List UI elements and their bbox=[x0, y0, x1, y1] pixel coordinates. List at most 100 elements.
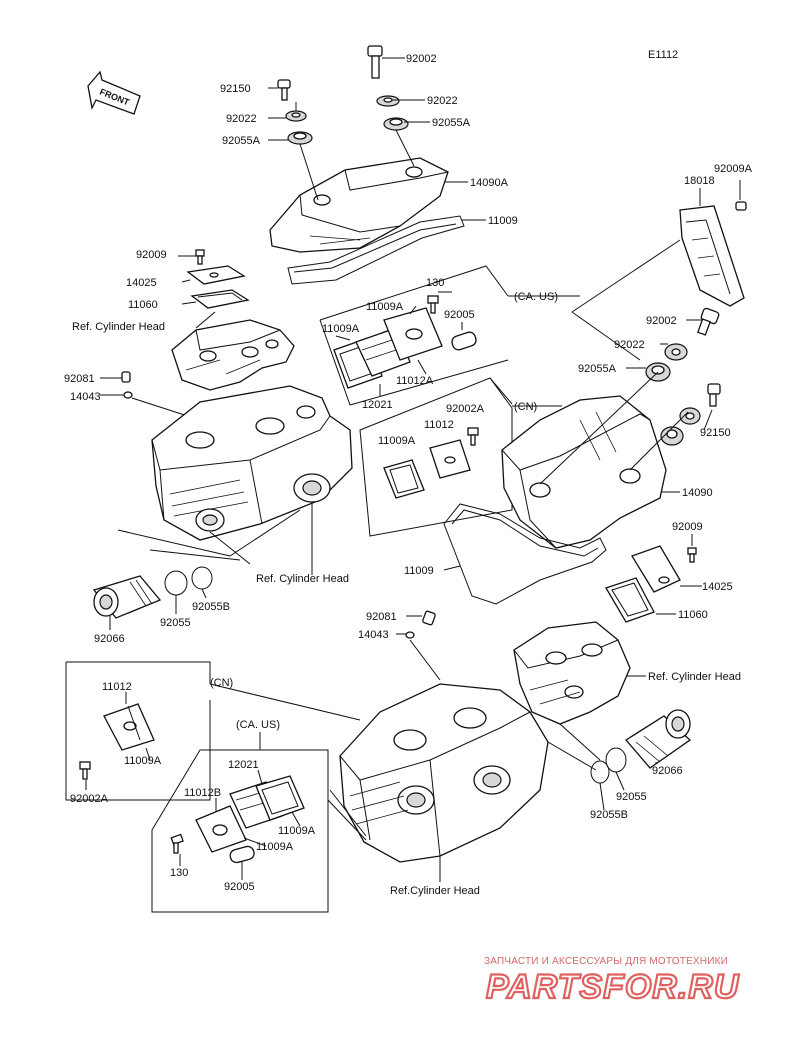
gasket-11060-right bbox=[605, 577, 655, 623]
label-11009A-cn-bottom: 11009A bbox=[124, 755, 162, 767]
reed-cover-11012B bbox=[195, 805, 247, 853]
label-14090A: 14090A bbox=[470, 177, 509, 189]
gasket-11009A-cn bbox=[383, 459, 425, 499]
cover-11012-cn-bottom bbox=[103, 703, 155, 751]
label-92002A-top: 92002A bbox=[446, 403, 485, 415]
label-92005-top: 92005 bbox=[444, 309, 475, 321]
bolt-92002-top bbox=[367, 45, 383, 79]
label-92081-mid: 92081 bbox=[366, 611, 397, 623]
bolt-92002A-cn bbox=[467, 427, 479, 446]
label-14090: 14090 bbox=[682, 487, 713, 499]
label-11060-right: 11060 bbox=[678, 609, 708, 621]
watermark-logo: PARTSFOR.RU bbox=[486, 968, 740, 1006]
oring-92055B-right bbox=[590, 760, 610, 784]
bolt-92150-right bbox=[707, 383, 721, 407]
valve-cover-14090A bbox=[269, 157, 449, 253]
bolt-92009-right bbox=[687, 547, 697, 563]
cover-18018 bbox=[679, 205, 745, 307]
label-11009A-1: 11009A bbox=[366, 301, 404, 313]
label-92022-top-right: 92022 bbox=[427, 95, 458, 107]
cover-11012-cn bbox=[429, 439, 471, 479]
label-92081-top: 92081 bbox=[64, 373, 95, 385]
label-92022-top-left: 92022 bbox=[226, 113, 257, 125]
label-92055-right: 92055 bbox=[616, 791, 647, 803]
bolt-92009-top bbox=[195, 249, 205, 265]
gasket-11060-top bbox=[190, 289, 250, 309]
label-130-top: 130 bbox=[426, 277, 444, 289]
label-92055A-top-right: 92055A bbox=[432, 117, 471, 129]
label-18018: 18018 bbox=[684, 175, 715, 187]
label-ref-cylinder-head-3: Ref. Cylinder Head bbox=[648, 671, 741, 683]
label-92055A-top-left: 92055A bbox=[222, 135, 261, 147]
label-130-bottom: 130 bbox=[170, 867, 188, 879]
label-92005-bottom: 92005 bbox=[224, 881, 255, 893]
label-cn-bottom: (CN) bbox=[210, 677, 233, 689]
washer-92150-right-b bbox=[660, 426, 684, 446]
cam-holder-top bbox=[171, 319, 295, 391]
oring-92055-left bbox=[164, 570, 188, 596]
gasket-11009-top bbox=[287, 215, 465, 285]
label-ca-us-bottom: (CA. US) bbox=[236, 719, 280, 731]
cam-holder-lower bbox=[513, 621, 631, 725]
cylinder-head-lower bbox=[339, 683, 549, 863]
cylinder-head-top bbox=[151, 385, 353, 541]
label-92055A-right: 92055A bbox=[578, 363, 617, 375]
oring-92055B-left bbox=[191, 566, 213, 590]
label-92002A-bottom: 92002A bbox=[70, 793, 109, 805]
label-92066-left: 92066 bbox=[94, 633, 125, 645]
group-ca-us-top bbox=[319, 265, 580, 406]
label-cn-top: (CN) bbox=[514, 401, 537, 413]
label-ref-cylinder-head-1: Ref. Cylinder Head bbox=[72, 321, 165, 333]
pin-92081-top bbox=[121, 371, 131, 383]
label-ref-cylinder-head-2: Ref. Cylinder Head bbox=[256, 573, 349, 585]
ring-14043-top bbox=[123, 391, 133, 399]
valve-cover-14090 bbox=[501, 395, 667, 549]
bolt-92150-top bbox=[277, 79, 291, 101]
label-11009A-2: 11009A bbox=[322, 323, 360, 335]
gasket-11009-mid bbox=[443, 503, 607, 605]
bolt-130-top bbox=[427, 295, 439, 314]
label-12021-bottom: 12021 bbox=[228, 759, 259, 771]
pin-92081-mid bbox=[422, 610, 436, 626]
label-11009-mid: 11009 bbox=[404, 565, 434, 577]
bolt-92002A-bottom bbox=[79, 761, 91, 780]
label-92055-left: 92055 bbox=[160, 617, 191, 629]
grommet-92055A-top-left bbox=[287, 131, 313, 145]
label-11009-top: 11009 bbox=[488, 215, 518, 227]
group-ca-us-bottom bbox=[151, 732, 367, 913]
label-14025-right: 14025 bbox=[702, 581, 733, 593]
label-92009-top: 92009 bbox=[136, 249, 167, 261]
label-92150-top: 92150 bbox=[220, 83, 251, 95]
washer-92022-right bbox=[664, 343, 688, 361]
label-92055B-right: 92055B bbox=[590, 809, 628, 821]
label-11060-top: 11060 bbox=[128, 299, 158, 311]
diagram-code: E1112 bbox=[648, 49, 678, 61]
bolt-92002-right bbox=[697, 307, 720, 336]
label-14043-top: 14043 bbox=[70, 391, 101, 403]
pipe-92066-left bbox=[92, 575, 162, 619]
label-11012-top: 11012 bbox=[424, 419, 454, 431]
label-11009A-b2: 11009A bbox=[256, 841, 294, 853]
label-11012B: 11012B bbox=[184, 787, 221, 799]
label-ca-us-top: (CA. US) bbox=[514, 291, 558, 303]
pipe-92005-top bbox=[451, 331, 477, 351]
label-11012-cn: 11012 bbox=[102, 681, 132, 693]
bolt-130-bottom bbox=[170, 833, 184, 854]
label-92055B-left: 92055B bbox=[192, 601, 230, 613]
reed-valve-11009A-bottom bbox=[255, 775, 305, 821]
label-ref-cylinder-head-4: Ref.Cylinder Head bbox=[390, 885, 480, 897]
pipe-92066-right bbox=[625, 709, 692, 769]
label-92002-right: 92002 bbox=[646, 315, 677, 327]
label-92009-right: 92009 bbox=[672, 521, 703, 533]
front-arrow-icon: FRONT bbox=[87, 70, 141, 115]
grommet-92055A-top-right bbox=[383, 117, 409, 131]
label-14025-top: 14025 bbox=[126, 277, 157, 289]
label-92009A: 92009A bbox=[714, 163, 753, 175]
label-92150-right: 92150 bbox=[700, 427, 731, 439]
label-92022-right: 92022 bbox=[614, 339, 645, 351]
washer-92022-top-left bbox=[285, 110, 307, 122]
label-92066-right: 92066 bbox=[652, 765, 683, 777]
label-11012A: 11012A bbox=[396, 375, 434, 387]
